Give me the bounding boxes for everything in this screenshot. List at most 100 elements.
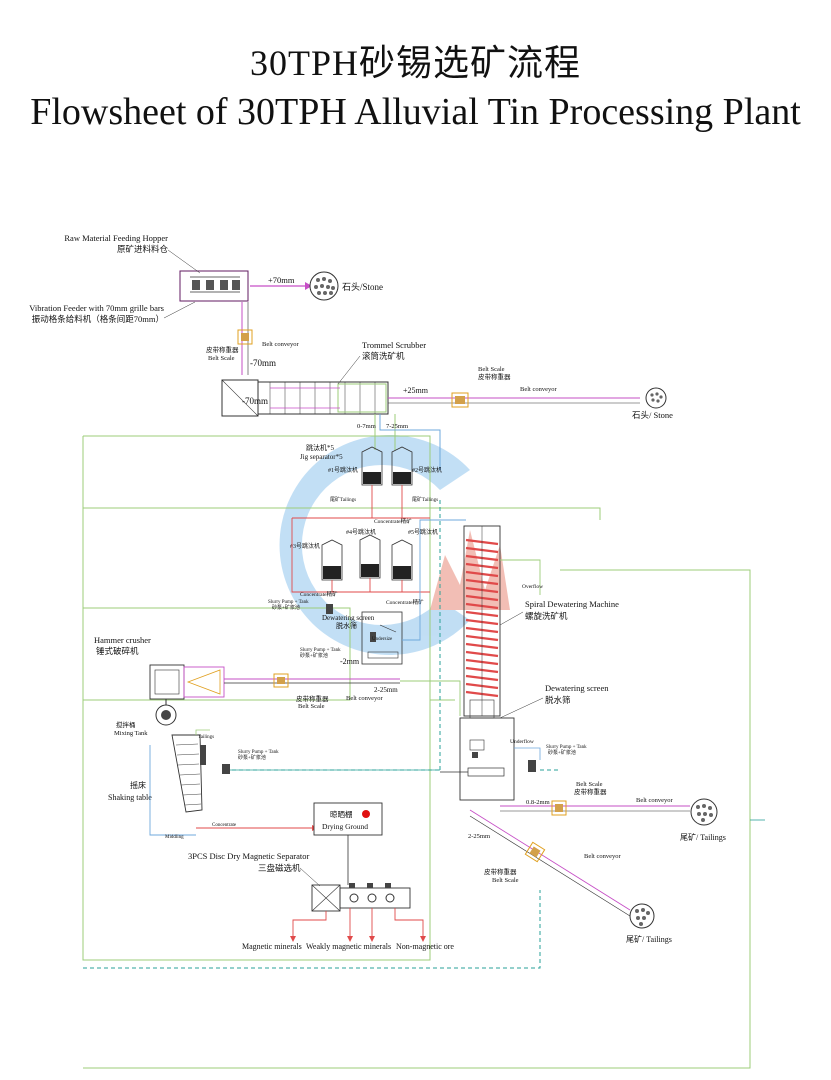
spiral-dewatering-machine	[463, 525, 501, 719]
belt-conveyor-1	[237, 302, 253, 375]
shaking-label-cn: 摇床	[130, 780, 146, 790]
concentrate-mid-label: Concentrate	[212, 823, 237, 828]
stone-label-1: 石头/Stone	[342, 282, 383, 292]
jig-label-cn: 跳汰机*5	[306, 443, 334, 452]
minus70-label-b: -70mm	[242, 396, 268, 406]
jig5-label: #5号跳汰机	[408, 528, 438, 536]
belt-scale-3	[273, 673, 289, 688]
slurry-pump-3-label: Slurry Pump + Tank	[546, 745, 587, 750]
shaking-table	[171, 734, 206, 813]
dewatering-screen-2	[440, 717, 515, 801]
slurry-pump-2-label: Slurry Pump + Tank	[238, 750, 279, 755]
jig-separator-5	[391, 539, 413, 581]
tailings-pile-right	[690, 798, 718, 826]
return-dashed-lines	[83, 500, 560, 969]
jig2-label: #2号跳汰机	[412, 466, 442, 474]
hopper-label-cn: 原矿进料料仓	[117, 244, 169, 254]
dewatering-screen-2-en: Dewatering screen	[545, 683, 609, 693]
hammer-label-cn: 锤式破碎机	[96, 646, 139, 656]
slurry-pump-1-cn: 砂泵+矿浆池	[272, 604, 300, 611]
belt-conveyor-2	[388, 392, 640, 408]
belt-scale-en-2: Belt Scale	[478, 366, 505, 373]
slurry-pump-1	[326, 604, 333, 614]
belt-scale-cn-2: 皮带称重器	[478, 372, 511, 381]
dewatering-screen-2-cn: 脱水筛	[545, 695, 571, 705]
slurry-pump-1-label: Slurry Pump + Tank	[268, 600, 309, 605]
belt-scale-cn-4: 皮带称重器	[574, 787, 607, 796]
spiral-label-en: Spiral Dewatering Machine	[525, 599, 619, 609]
minus70-label-a: -70mm	[250, 358, 276, 368]
mixing-label-en: Mixing Tank	[114, 730, 148, 737]
plus70-label: +70mm	[268, 275, 295, 285]
jig1-label: #1号跳汰机	[328, 466, 358, 474]
output-magnetic-label: Magnetic minerals	[242, 942, 302, 951]
size-0-7-label: 0-7mm	[357, 423, 376, 430]
overflow-label: Overflow	[522, 583, 543, 590]
jig-separator-3	[321, 539, 343, 581]
dewatering-screen-1-en: Dewatering screen	[322, 614, 375, 622]
underflow-label: Underflow	[510, 738, 534, 745]
connection-arrows	[230, 769, 765, 821]
size-2-25-label-b: 2-25mm	[468, 833, 490, 840]
drying-label-cn: 晾晒棚	[330, 809, 353, 819]
outer-flow-lines	[82, 435, 751, 1069]
belt-conveyor-label-2: Belt conveyor	[520, 386, 557, 393]
belt-scale-en-4: Belt Scale	[576, 781, 603, 788]
jig-separator-4	[359, 534, 381, 579]
slurry-pump-2	[222, 764, 230, 774]
feeding-hopper	[179, 270, 249, 302]
tailings-small-label-2: 尾矿Tailings	[412, 496, 438, 503]
slurry-pump-1b-label: Slurry Pump + Tank	[300, 648, 341, 653]
belt-scale-cn-1: 皮带称重器	[206, 345, 239, 354]
mixing-label-cn: 搅拌桶	[116, 720, 136, 729]
slurry-pump-3-cn: 砂泵+矿浆池	[548, 749, 576, 756]
page-title-english: Flowsheet of 30TPH Alluvial Tin Processi…	[30, 91, 801, 133]
mixing-tank	[155, 699, 177, 726]
stone-pile-2	[645, 387, 667, 409]
undersize-label: Undersize	[372, 637, 393, 642]
tailings-pile-bottom	[629, 903, 655, 929]
middling-label: Middling	[165, 835, 184, 840]
feeder-label-cn: 振动格条给料机（格条间距70mm）	[32, 314, 164, 324]
belt-scale-en-1: Belt Scale	[208, 355, 235, 362]
output-nonmag-label: Non-magnetic ore	[396, 942, 454, 951]
belt-conveyor-label-5: Belt conveyor	[584, 853, 621, 860]
size-2-25-label-a: 2-25mm	[374, 686, 398, 694]
stone-pile-1	[309, 271, 339, 301]
stone-label-2: 石头/ Stone	[632, 410, 673, 420]
jig-separator-2	[391, 446, 413, 486]
belt-scale-cn-3: 皮带称重器	[296, 694, 329, 703]
belt-conveyor-label-1: Belt conveyor	[262, 341, 299, 348]
jig4-label: #4号跳汰机	[346, 528, 376, 536]
belt-conveyor-4	[500, 800, 690, 816]
hopper-label-en: Raw Material Feeding Hopper	[64, 233, 168, 243]
spiral-label-cn: 螺旋洗矿机	[525, 611, 568, 621]
slurry-pump-1b-cn: 砂泵+矿浆池	[300, 652, 328, 659]
slurry-pump-3	[528, 760, 536, 772]
trommel-to-jig-lines	[374, 414, 441, 470]
drying-label-en: Drying Ground	[322, 822, 368, 831]
feeder-label-en: Vibration Feeder with 70mm grille bars	[29, 303, 164, 313]
belt-conveyor-label-3: Belt conveyor	[346, 695, 383, 702]
magsep-output-lines	[292, 908, 424, 938]
magnetic-separator	[311, 883, 411, 912]
dewatering-screen-1-cn: 脱水筛	[336, 621, 357, 630]
page-title-chinese: 30TPH砂锡选矿流程	[249, 43, 581, 83]
belt-conveyor-5	[469, 809, 631, 917]
belt-scale-cn-5: 皮带称重器	[484, 867, 517, 876]
jig-separator-1	[361, 446, 383, 486]
output-weakly-label: Weakly magnetic minerals	[306, 942, 391, 951]
size-7-25-label: 7-25mm	[386, 423, 408, 430]
shaking-label-en: Shaking table	[108, 793, 152, 802]
minus2-label: -2mm	[340, 657, 360, 666]
belt-scale-en-5: Belt Scale	[492, 877, 519, 884]
concentrate-small-1: Concentrate精矿	[374, 517, 412, 525]
slurry-pump-2-cn: 砂泵+矿浆池	[238, 754, 266, 761]
tailings-small-label: 尾矿Tailings	[330, 496, 356, 503]
hammer-label-en: Hammer crusher	[94, 635, 151, 645]
plus25-label: +25mm	[403, 386, 429, 395]
jig-label-en: Jig separator*5	[300, 453, 343, 461]
magsep-label-cn: 三盘磁选机	[258, 863, 301, 873]
trommel-label-cn: 滚筒洗矿机	[362, 351, 405, 361]
